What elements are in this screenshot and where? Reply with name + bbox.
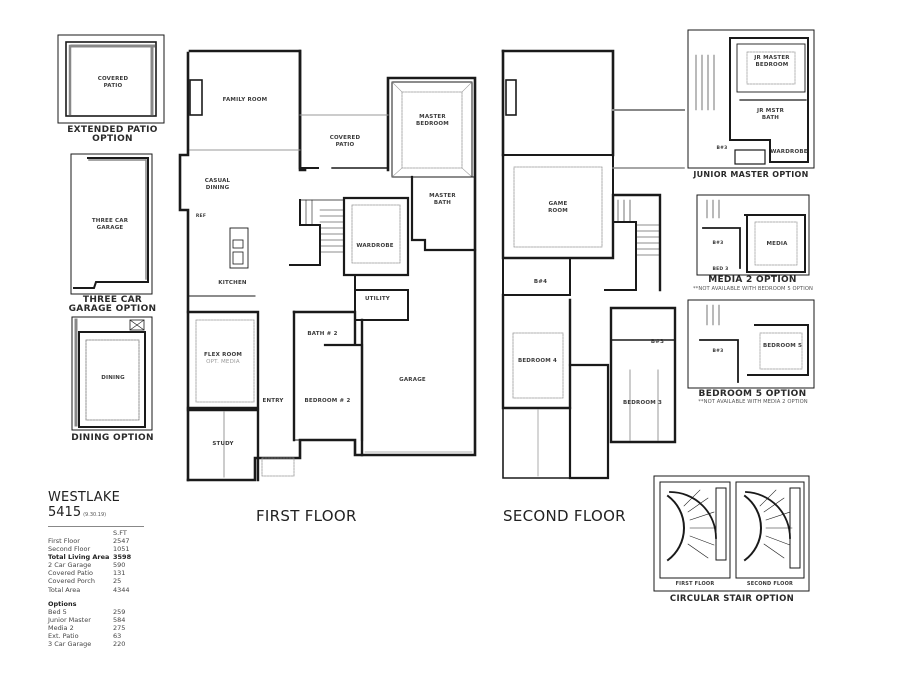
kitchen-label: KITCHEN — [218, 280, 247, 286]
bedroom-3-label: BEDROOM 3 — [622, 400, 663, 406]
bath-3-label: B#3 — [650, 339, 665, 345]
circular-stair-second-floor-label: SECOND FLOOR — [746, 581, 794, 587]
three-car-garage-option-caption: THREE CAR GARAGE OPTION — [68, 295, 157, 315]
study-label: STUDY — [212, 441, 234, 447]
bedroom-4-label: BEDROOM 4 — [517, 358, 558, 364]
first-floor-drawing — [178, 49, 477, 482]
game-room-label: GAME ROOM — [548, 201, 568, 214]
extended-patio-option-drawing — [57, 34, 165, 124]
covered-patio-label: COVERED PATIO — [329, 135, 361, 148]
junior-master-option-caption: JUNIOR MASTER OPTION — [693, 170, 809, 179]
wardrobe-label: WARDROBE — [356, 243, 394, 249]
media-bath-3-label: B#3 — [712, 241, 724, 246]
divider — [48, 526, 144, 527]
bedroom-5-option-drawing — [687, 299, 815, 389]
ext-patio-room-label: COVERED PATIO — [97, 76, 129, 89]
media-2-availability-note: **NOT AVAILABLE WITH BEDROOM 5 OPTION — [692, 286, 814, 292]
bed-3-label: BED 3 — [712, 267, 729, 272]
family-room-label: FAMILY ROOM — [222, 97, 268, 103]
jr-wardrobe-label: WARDROBE — [770, 149, 808, 155]
flex-room-label: FLEX ROOM — [203, 352, 243, 358]
plan-revision: (9.30.19) — [83, 512, 107, 518]
circular-stair-option-caption: CIRCULAR STAIR OPTION — [669, 594, 795, 604]
bedroom-5-bath-3-label: B#3 — [712, 349, 724, 354]
media-2-option-drawing — [696, 194, 810, 276]
second-floor-title: SECOND FLOOR — [503, 507, 626, 525]
bedroom-2-label: BEDROOM # 2 — [304, 398, 351, 404]
junior-master-option-drawing — [687, 29, 815, 169]
bedroom-5-availability-note: **NOT AVAILABLE WITH MEDIA 2 OPTION — [698, 399, 808, 405]
extended-patio-option-caption: EXTENDED PATIO OPTION — [67, 125, 158, 145]
three-car-garage-room-label: THREE CAR GARAGE — [91, 218, 129, 231]
circular-stair-option-drawing — [653, 475, 810, 592]
master-bath-label: MASTER BATH — [429, 193, 456, 206]
plan-number: 5415 — [48, 505, 82, 520]
casual-dining-label: CASUAL DINING — [204, 178, 231, 191]
jr-master-bath-label: JR MSTR BATH — [756, 108, 785, 121]
bedroom-5-label: BEDROOM 5 — [762, 343, 803, 349]
utility-label: UTILITY — [365, 296, 390, 302]
circular-stair-first-floor-label: FIRST FLOOR — [675, 581, 715, 587]
dining-option-caption: DINING OPTION — [71, 433, 154, 443]
bath-4-label: B#4 — [533, 279, 548, 285]
media-label: MEDIA — [766, 241, 788, 247]
dining-option-drawing — [71, 316, 153, 431]
area-unit-header: S.FT — [113, 529, 127, 537]
plan-number-line: 5415(9.30.19) — [48, 505, 148, 523]
jr-bath-3-label: B#3 — [716, 146, 728, 151]
media-2-option-caption: MEDIA 2 OPTION — [708, 275, 797, 285]
options-header: Options — [48, 599, 77, 608]
master-bedroom-label: MASTER BEDROOM — [416, 114, 449, 127]
bath-2-label: BATH # 2 — [307, 331, 338, 337]
dining-room-label: DINING — [101, 375, 125, 381]
bedroom-5-option-caption: BEDROOM 5 OPTION — [698, 389, 807, 399]
plan-name: WESTLAKE — [48, 490, 121, 505]
entry-label: ENTRY — [262, 398, 284, 404]
first-floor-title: FIRST FLOOR — [256, 507, 357, 525]
jr-master-bedroom-label: JR MASTER BEDROOM — [754, 55, 790, 68]
flex-room-sublabel: OPT. MEDIA — [206, 359, 240, 365]
garage-label: GARAGE — [399, 377, 426, 383]
ref-label: REF — [195, 214, 207, 219]
three-car-garage-option-drawing — [70, 153, 153, 295]
second-floor-drawing — [501, 49, 686, 480]
